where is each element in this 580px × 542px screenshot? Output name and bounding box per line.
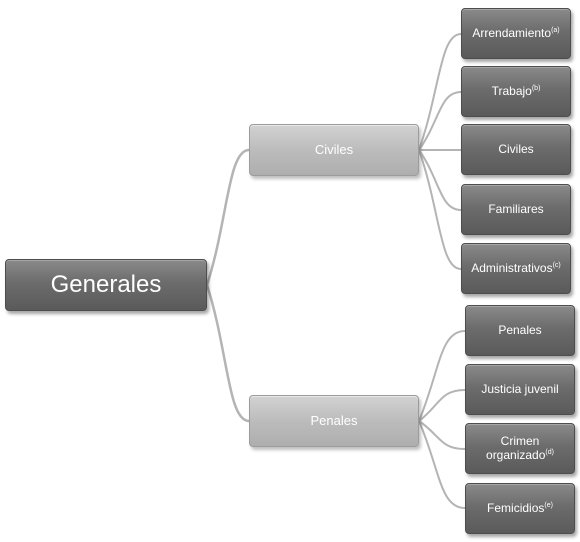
leaf-node-femicidios: Femicidios(e) <box>465 483 575 534</box>
branch-node-penales: Penales <box>249 395 419 447</box>
connector-penales-penales <box>418 330 466 422</box>
connector-civiles-arrendamiento <box>418 33 462 151</box>
connector-civiles-administrativos <box>418 149 462 270</box>
leaf-note: (b) <box>531 84 541 92</box>
leaf-node-civiles: Civiles <box>461 124 571 175</box>
leaf-label: Familiares <box>488 201 544 216</box>
connector-penales-justicia <box>418 389 466 422</box>
connector-root-civiles <box>205 148 250 286</box>
connector-root-penales <box>205 284 250 423</box>
leaf-label: Civiles <box>498 141 534 156</box>
leaf-node-trabajo: Trabajo(b) <box>461 66 571 117</box>
leaf-label: Administrativos <box>471 260 553 275</box>
leaf-node-arrendamiento: Arrendamiento(a) <box>461 8 571 59</box>
branch-label-penales: Penales <box>310 412 358 428</box>
leaf-node-penales: Penales <box>465 305 575 356</box>
root-node: Generales <box>5 259 207 311</box>
connector-penales-femicidios <box>418 420 466 509</box>
connector-penales-crimen <box>418 420 466 450</box>
leaf-note: (e) <box>544 501 553 509</box>
leaf-node-administrativos: Administrativos(c) <box>461 243 571 294</box>
connector-civiles-familiares <box>418 149 462 211</box>
leaf-note: (c) <box>552 261 561 269</box>
root-label: Generales <box>50 271 162 299</box>
leaf-node-crimen-organizado: Crimen organizado(d) <box>465 423 575 474</box>
connector-civiles-trabajo <box>418 91 462 151</box>
leaf-label: Arrendamiento <box>472 25 552 40</box>
leaf-note: (a) <box>551 26 560 34</box>
leaf-label: Crimen organizado <box>486 433 546 462</box>
leaf-note: (d) <box>545 448 554 456</box>
leaf-label: Trabajo <box>491 83 532 98</box>
leaf-label: Justicia juvenil <box>481 381 559 396</box>
leaf-label: Penales <box>498 322 542 337</box>
branch-node-civiles: Civiles <box>249 124 419 176</box>
leaf-label: Femicidios <box>487 500 545 515</box>
leaf-node-familiares: Familiares <box>461 184 571 235</box>
leaf-node-justicia-juvenil: Justicia juvenil <box>465 364 575 415</box>
branch-label-civiles: Civiles <box>314 141 354 157</box>
